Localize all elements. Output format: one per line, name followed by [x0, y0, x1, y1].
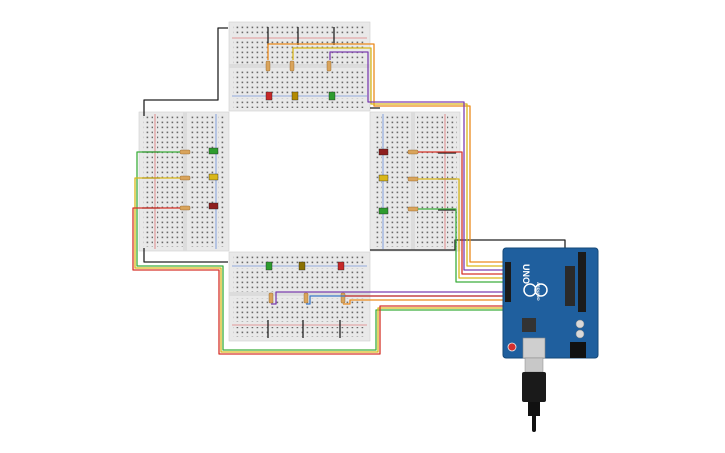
digital-header — [578, 252, 586, 312]
power-header — [505, 262, 511, 302]
led-bottom-yellow — [298, 261, 306, 271]
board-brand-label: ARDUINO — [536, 282, 541, 301]
power-jack — [570, 342, 586, 358]
breadboard-left[interactable] — [138, 111, 230, 252]
breadboard-right[interactable] — [369, 111, 461, 252]
led-left-green — [208, 147, 219, 155]
led-right-green — [378, 207, 389, 215]
breadboard-top[interactable] — [228, 21, 371, 112]
led-right-yellow — [378, 174, 389, 182]
reset-button[interactable] — [507, 342, 517, 352]
led-top-red — [265, 91, 273, 101]
led-bottom-green — [265, 261, 273, 271]
led-bottom-red — [337, 261, 345, 271]
led-top-yellow — [291, 91, 299, 101]
led-left-red — [208, 202, 219, 210]
arduino-logo — [523, 283, 548, 297]
board-model-label: UNO — [521, 264, 531, 284]
led-top-green — [328, 91, 336, 101]
arduino-uno-board[interactable]: UNO ARDUINO — [502, 247, 599, 359]
usb-cable — [522, 357, 546, 432]
usb-port — [522, 337, 546, 359]
resistors — [179, 60, 419, 304]
traffic-leds — [208, 91, 389, 271]
led-right-red — [378, 148, 389, 156]
led-left-yellow — [208, 173, 219, 181]
atmega-chip — [565, 266, 575, 306]
wires — [132, 27, 566, 355]
